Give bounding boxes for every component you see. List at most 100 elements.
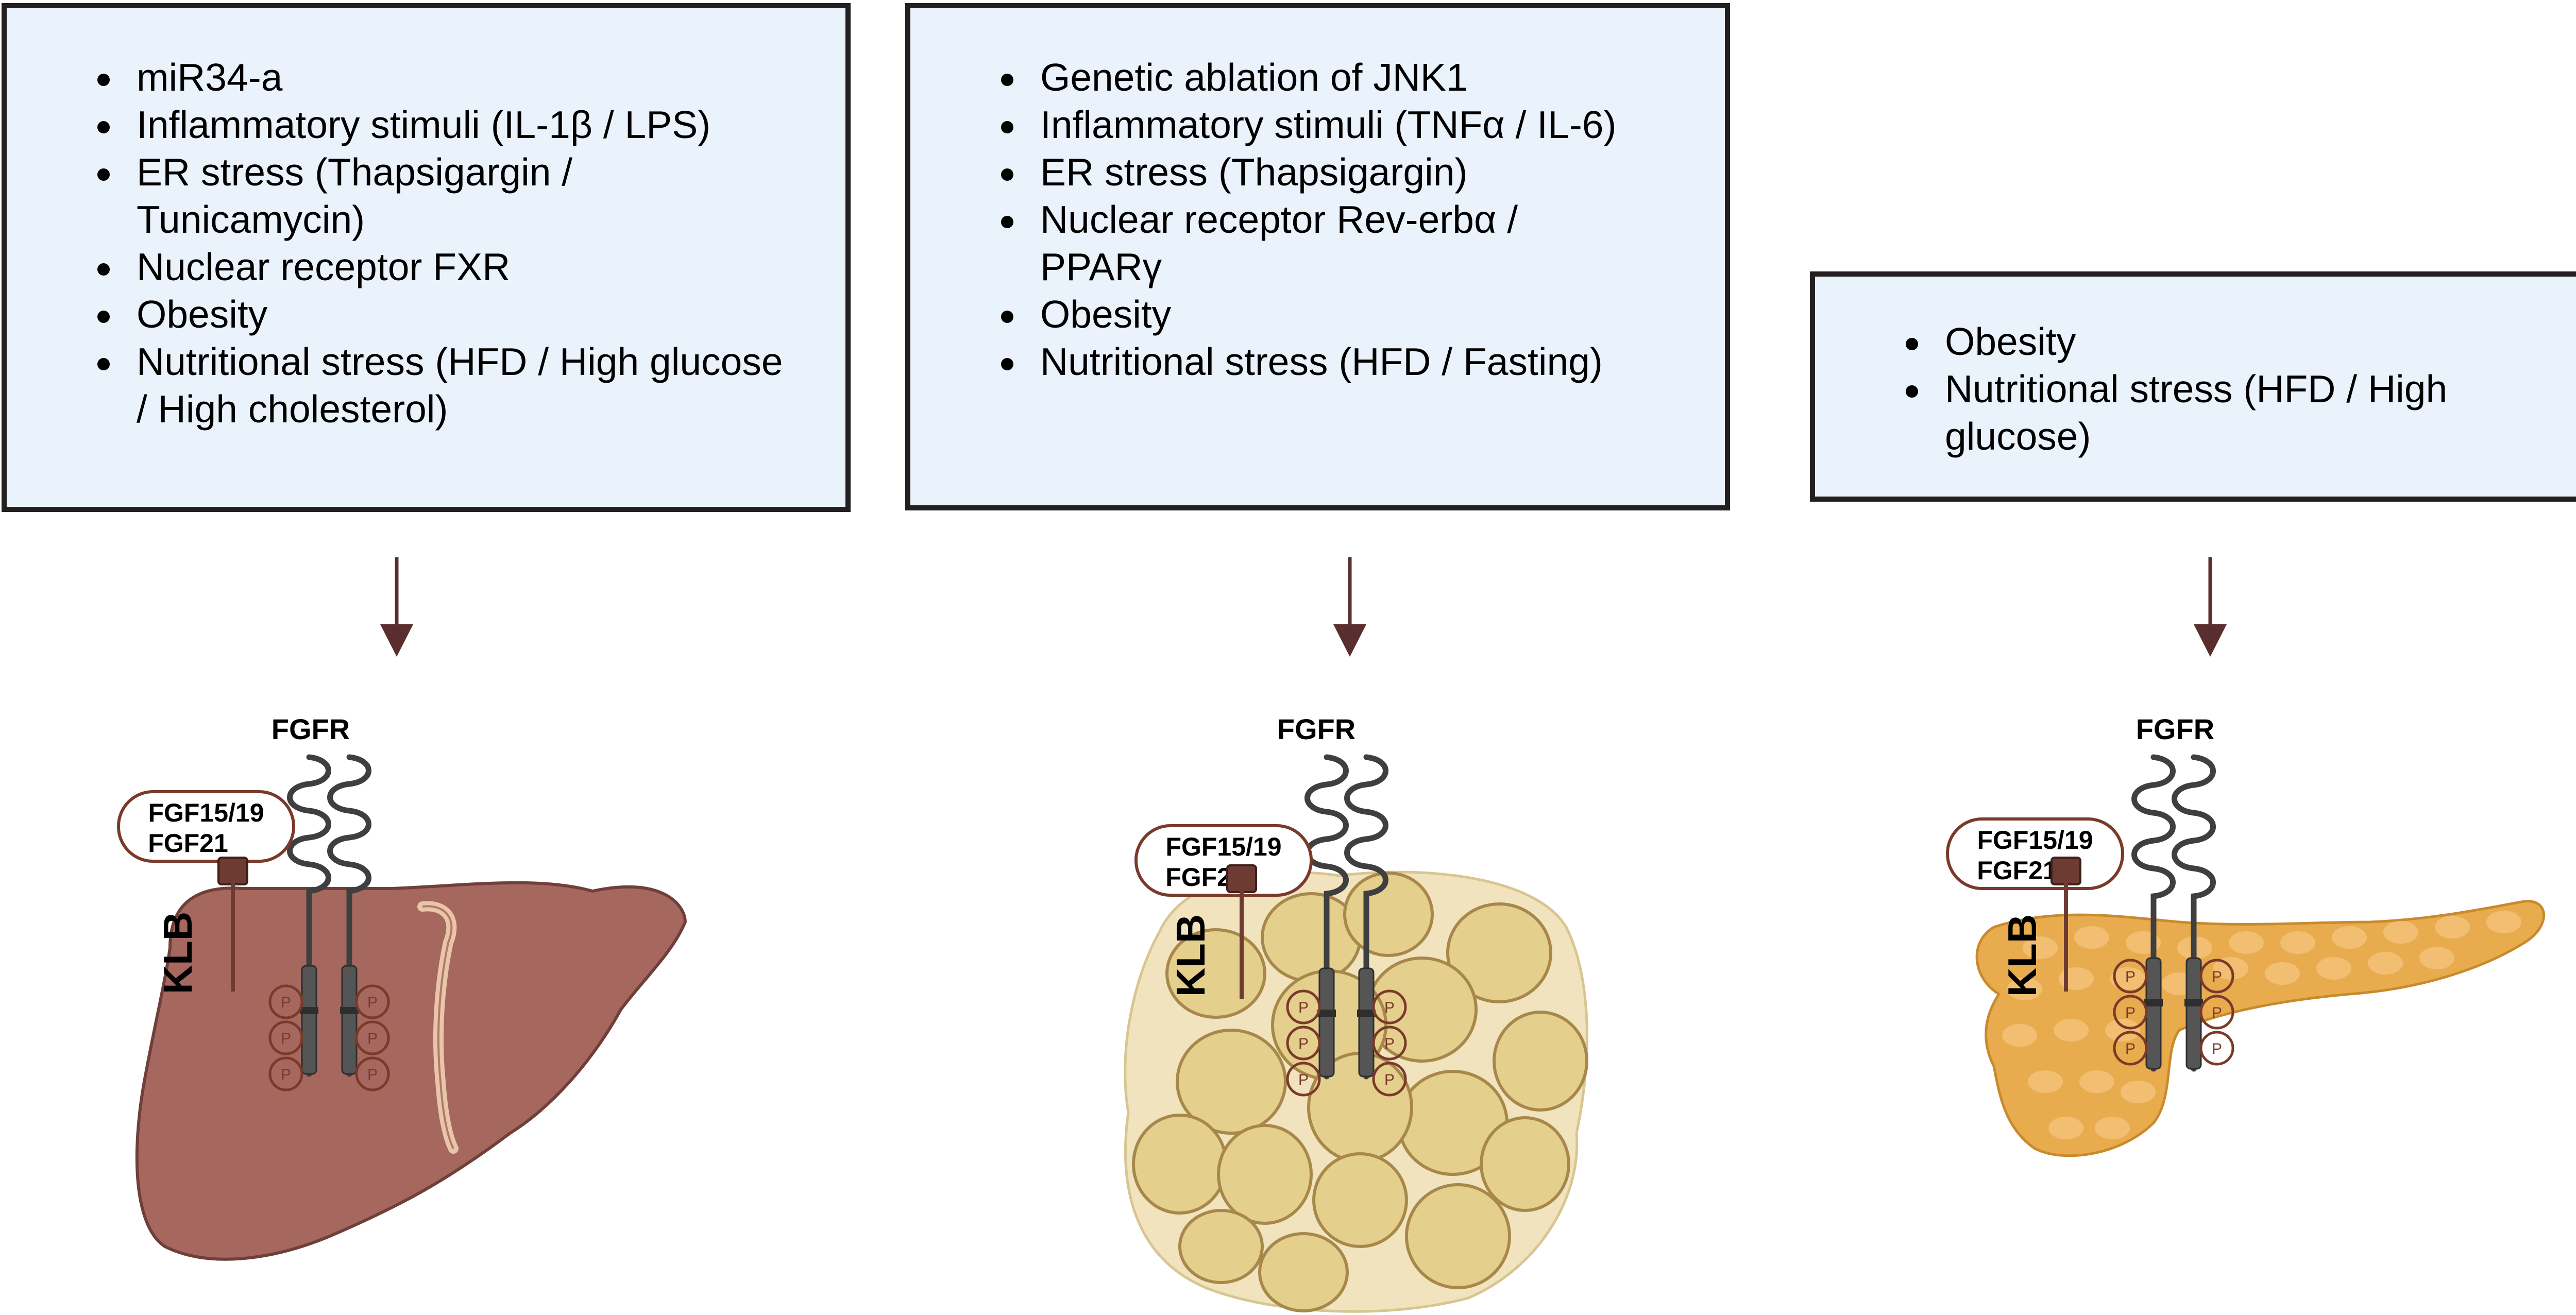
receptor-strand <box>327 754 371 1077</box>
ligand-label-fgf21: FGF21 <box>148 829 228 858</box>
receptor-membrane-band <box>1317 1010 1336 1017</box>
pancreas-illustration <box>1975 900 2545 1157</box>
phosphate-group: P <box>1286 1026 1321 1061</box>
adipose-stimuli-box: Genetic ablation of JNK1 Inflammatory st… <box>905 3 1730 510</box>
receptor-tyrosine-kinase-domain <box>1358 967 1375 1078</box>
pancreas-lobule <box>2002 1024 2037 1047</box>
pancreas-lobule <box>2332 926 2367 949</box>
phosphate-label: P <box>367 1066 378 1083</box>
phosphate-circle <box>1286 1026 1321 1061</box>
phosphate-circle <box>1286 1062 1321 1097</box>
pancreas-lobule <box>2110 967 2145 990</box>
klb-label: KLB <box>155 912 200 994</box>
phosphate-circle <box>2199 1031 2234 1066</box>
fgfr-label: FGFR <box>272 713 350 745</box>
phosphate-circle <box>1372 1062 1407 1097</box>
pancreas-lobule <box>2079 1070 2114 1093</box>
receptor-membrane-band <box>2184 999 2203 1006</box>
liver-stimulus-item: Nuclear receptor FXR <box>84 243 835 291</box>
pancreas-lobule <box>2007 978 2042 1000</box>
klb-head <box>1226 864 1257 893</box>
phosphate-circle <box>2113 959 2148 994</box>
fgfr-label: FGFR <box>2136 713 2214 745</box>
phosphate-group: P <box>2199 959 2234 994</box>
liver-stimulus-item: Inflammatory stimuli (IL-1β / LPS) <box>84 101 835 148</box>
adipocyte-cell <box>1178 1209 1264 1284</box>
phosphate-label: P <box>281 1066 291 1083</box>
adipocyte-cell <box>1176 1029 1287 1135</box>
phosphate-circle <box>355 984 390 1019</box>
adipose-stimulus-item: Genetic ablation of JNK1 <box>988 54 1715 101</box>
pancreas-lobule <box>2048 1117 2083 1139</box>
liver-stimuli-list: miR34-a Inflammatory stimuli (IL-1β / LP… <box>84 54 835 433</box>
liver-stimuli-box: miR34-a Inflammatory stimuli (IL-1β / LP… <box>2 3 851 512</box>
pancreas-lobule <box>2368 952 2403 975</box>
adipocyte-cell <box>1493 1011 1588 1112</box>
phosphate-circle <box>2199 959 2234 994</box>
pancreas-lobule <box>2054 1019 2089 1041</box>
phosphate-circle <box>1372 989 1407 1024</box>
receptor-membrane-band <box>340 1007 359 1014</box>
receptor-strand <box>2172 754 2216 1072</box>
phosphate-label: P <box>1384 999 1395 1016</box>
pancreas-lobule <box>2265 962 2300 985</box>
liver-illustration <box>135 881 687 1261</box>
phosphate-group: P <box>268 984 303 1019</box>
pancreas-lobule <box>2316 957 2351 980</box>
receptor-complexes: FGFRPPPPPPFGF15/19FGF21KLBFGFRPPPPPPFGF1… <box>117 713 2234 1097</box>
phosphate-circle <box>268 1056 303 1091</box>
pancreas-lobule <box>2074 926 2109 949</box>
liver-stimulus-item: Obesity <box>84 291 835 338</box>
ligand-label-fgf15-19: FGF15/19 <box>1977 826 2093 855</box>
phosphate-circle <box>268 1020 303 1055</box>
phosphate-label: P <box>2125 968 2136 985</box>
phosphate-circle <box>1372 1026 1407 1061</box>
phosphate-group: P <box>2113 995 2148 1030</box>
phosphate-group: P <box>2199 1031 2234 1066</box>
phosphate-group: P <box>2199 995 2234 1030</box>
arrow-head <box>1333 624 1366 657</box>
phosphate-circle <box>2113 995 2148 1030</box>
adipose-stimulus-item: Nutritional stress (HFD / Fasting) <box>988 338 1715 385</box>
phosphate-group: P <box>268 1020 303 1055</box>
receptor-tyrosine-kinase-domain <box>1318 967 1335 1078</box>
pancreas-lobule <box>2486 911 2521 933</box>
receptor-tyrosine-kinase-domain <box>2185 957 2202 1070</box>
receptor-tyrosine-kinase-domain <box>301 965 317 1075</box>
phosphate-label: P <box>281 1030 291 1047</box>
receptor-strand <box>1304 754 1349 1080</box>
adipose-stimulus-item: ER stress (Thapsigargin) <box>988 148 1715 196</box>
pancreas-lobule <box>2435 916 2470 938</box>
pancreas-lobule <box>2023 936 2058 959</box>
adipose-stimulus-item: Nuclear receptor Rev-erbα / PPARγ <box>988 196 1638 291</box>
pancreas-stimulus-item: Nutritional stress (HFD / High glucose) <box>1892 365 2522 460</box>
phosphate-label: P <box>1384 1071 1395 1088</box>
adipocyte-cell <box>1312 1152 1408 1248</box>
receptor-strand <box>1344 754 1388 1080</box>
phosphate-circle <box>355 1020 390 1055</box>
phosphate-group: P <box>1286 989 1321 1024</box>
klb-label: KLB <box>1999 914 2045 997</box>
phosphate-label: P <box>2212 1040 2222 1057</box>
phosphate-label: P <box>1298 1071 1309 1088</box>
phosphate-label: P <box>1384 1035 1395 1052</box>
adipocyte-cell <box>1405 1183 1511 1289</box>
liver-stimulus-item: miR34-a <box>84 54 835 101</box>
phosphate-circle <box>1286 989 1321 1024</box>
adipocyte-cell <box>1446 902 1552 1003</box>
down-arrow <box>2194 557 2227 657</box>
phosphate-group: P <box>355 1056 390 1091</box>
organs <box>135 870 2545 1313</box>
phosphate-group: P <box>268 1056 303 1091</box>
pancreas-lobule <box>2229 931 2264 954</box>
klb-label: KLB <box>1168 914 1213 997</box>
pancreas-lobule <box>2383 921 2418 944</box>
ligand-label-fgf15-19: FGF15/19 <box>148 798 264 827</box>
fgfr-label: FGFR <box>1277 713 1355 745</box>
phosphate-label: P <box>367 994 378 1011</box>
phosphate-group: P <box>1372 1026 1407 1061</box>
